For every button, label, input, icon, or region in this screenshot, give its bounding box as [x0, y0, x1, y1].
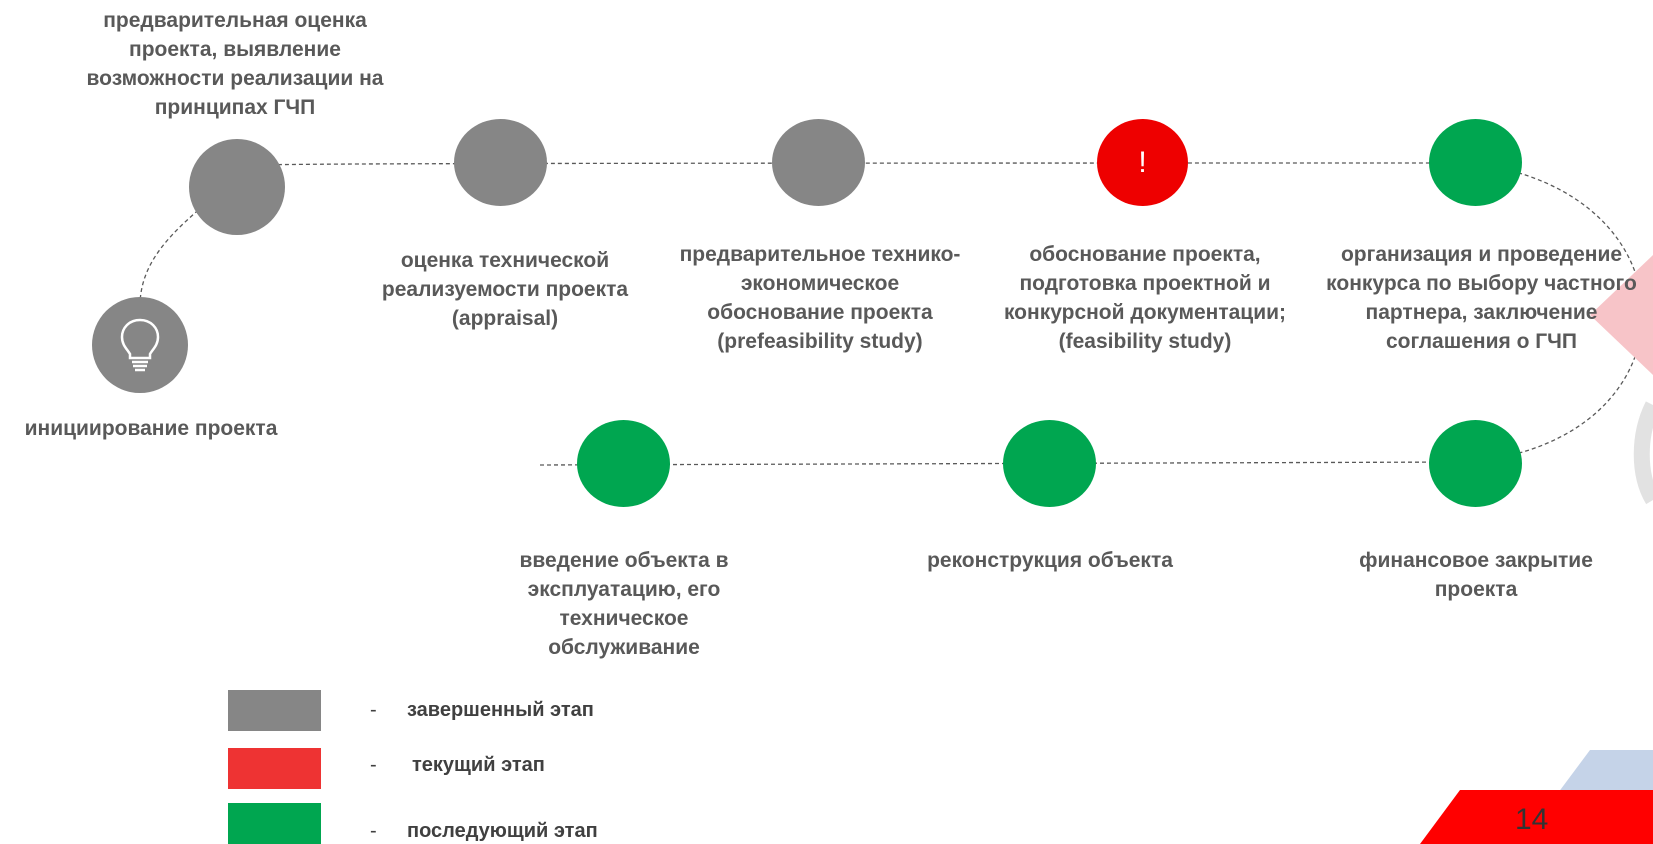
stage-label-initiation: инициирование проекта [24, 417, 278, 440]
stage-node-preliminary [189, 139, 285, 235]
legend-dash: - [370, 699, 377, 721]
stage-label-tender: организация и проведение конкурса по выб… [1326, 243, 1637, 353]
stage-label-preliminary: предварительная оценка проекта, выявлени… [86, 9, 384, 119]
connector-initiation-to-preliminary [139, 199, 211, 307]
legend-dash: - [370, 754, 377, 776]
legend-text-current: текущий этап [412, 754, 545, 776]
legend-swatch-done [228, 690, 321, 731]
decorative-corner-shapes [1420, 750, 1653, 844]
stage-label-financial-close: финансовое закрытие проекта [1359, 549, 1593, 601]
stage-node-initiation [92, 297, 188, 393]
warning-mark: ! [1138, 145, 1147, 179]
stage-label-prefeasibility: предварительное технико-экономическое об… [679, 243, 961, 353]
decorative-arrow-shapes [1590, 255, 1653, 505]
stage-label-operation: введение объекта в эксплуатацию, его тех… [519, 549, 729, 659]
stage-node-financial-close [1429, 420, 1522, 507]
lightbulb-icon [120, 318, 160, 372]
stage-node-operation [577, 420, 670, 507]
legend-text-done: завершенный этап [407, 699, 594, 721]
legend-text-next: последующий этап [407, 820, 598, 842]
stage-node-prefeasibility [772, 119, 865, 206]
stage-node-appraisal [454, 119, 547, 206]
stage-label-feasibility: обоснование проекта, подготовка проектно… [1003, 243, 1287, 353]
legend-swatch-current [228, 748, 321, 789]
legend-dash: - [370, 820, 377, 842]
stage-node-feasibility: ! [1097, 119, 1188, 206]
legend-swatch-next [228, 803, 321, 844]
stage-label-appraisal: оценка технической реализуемости проекта… [381, 249, 629, 330]
stage-label-reconstruction: реконструкция объекта [927, 549, 1173, 572]
page-number: 14 [1515, 803, 1549, 836]
stage-node-tender [1429, 119, 1522, 206]
stage-node-reconstruction [1003, 420, 1096, 507]
connector-curve-right [1469, 162, 1643, 463]
